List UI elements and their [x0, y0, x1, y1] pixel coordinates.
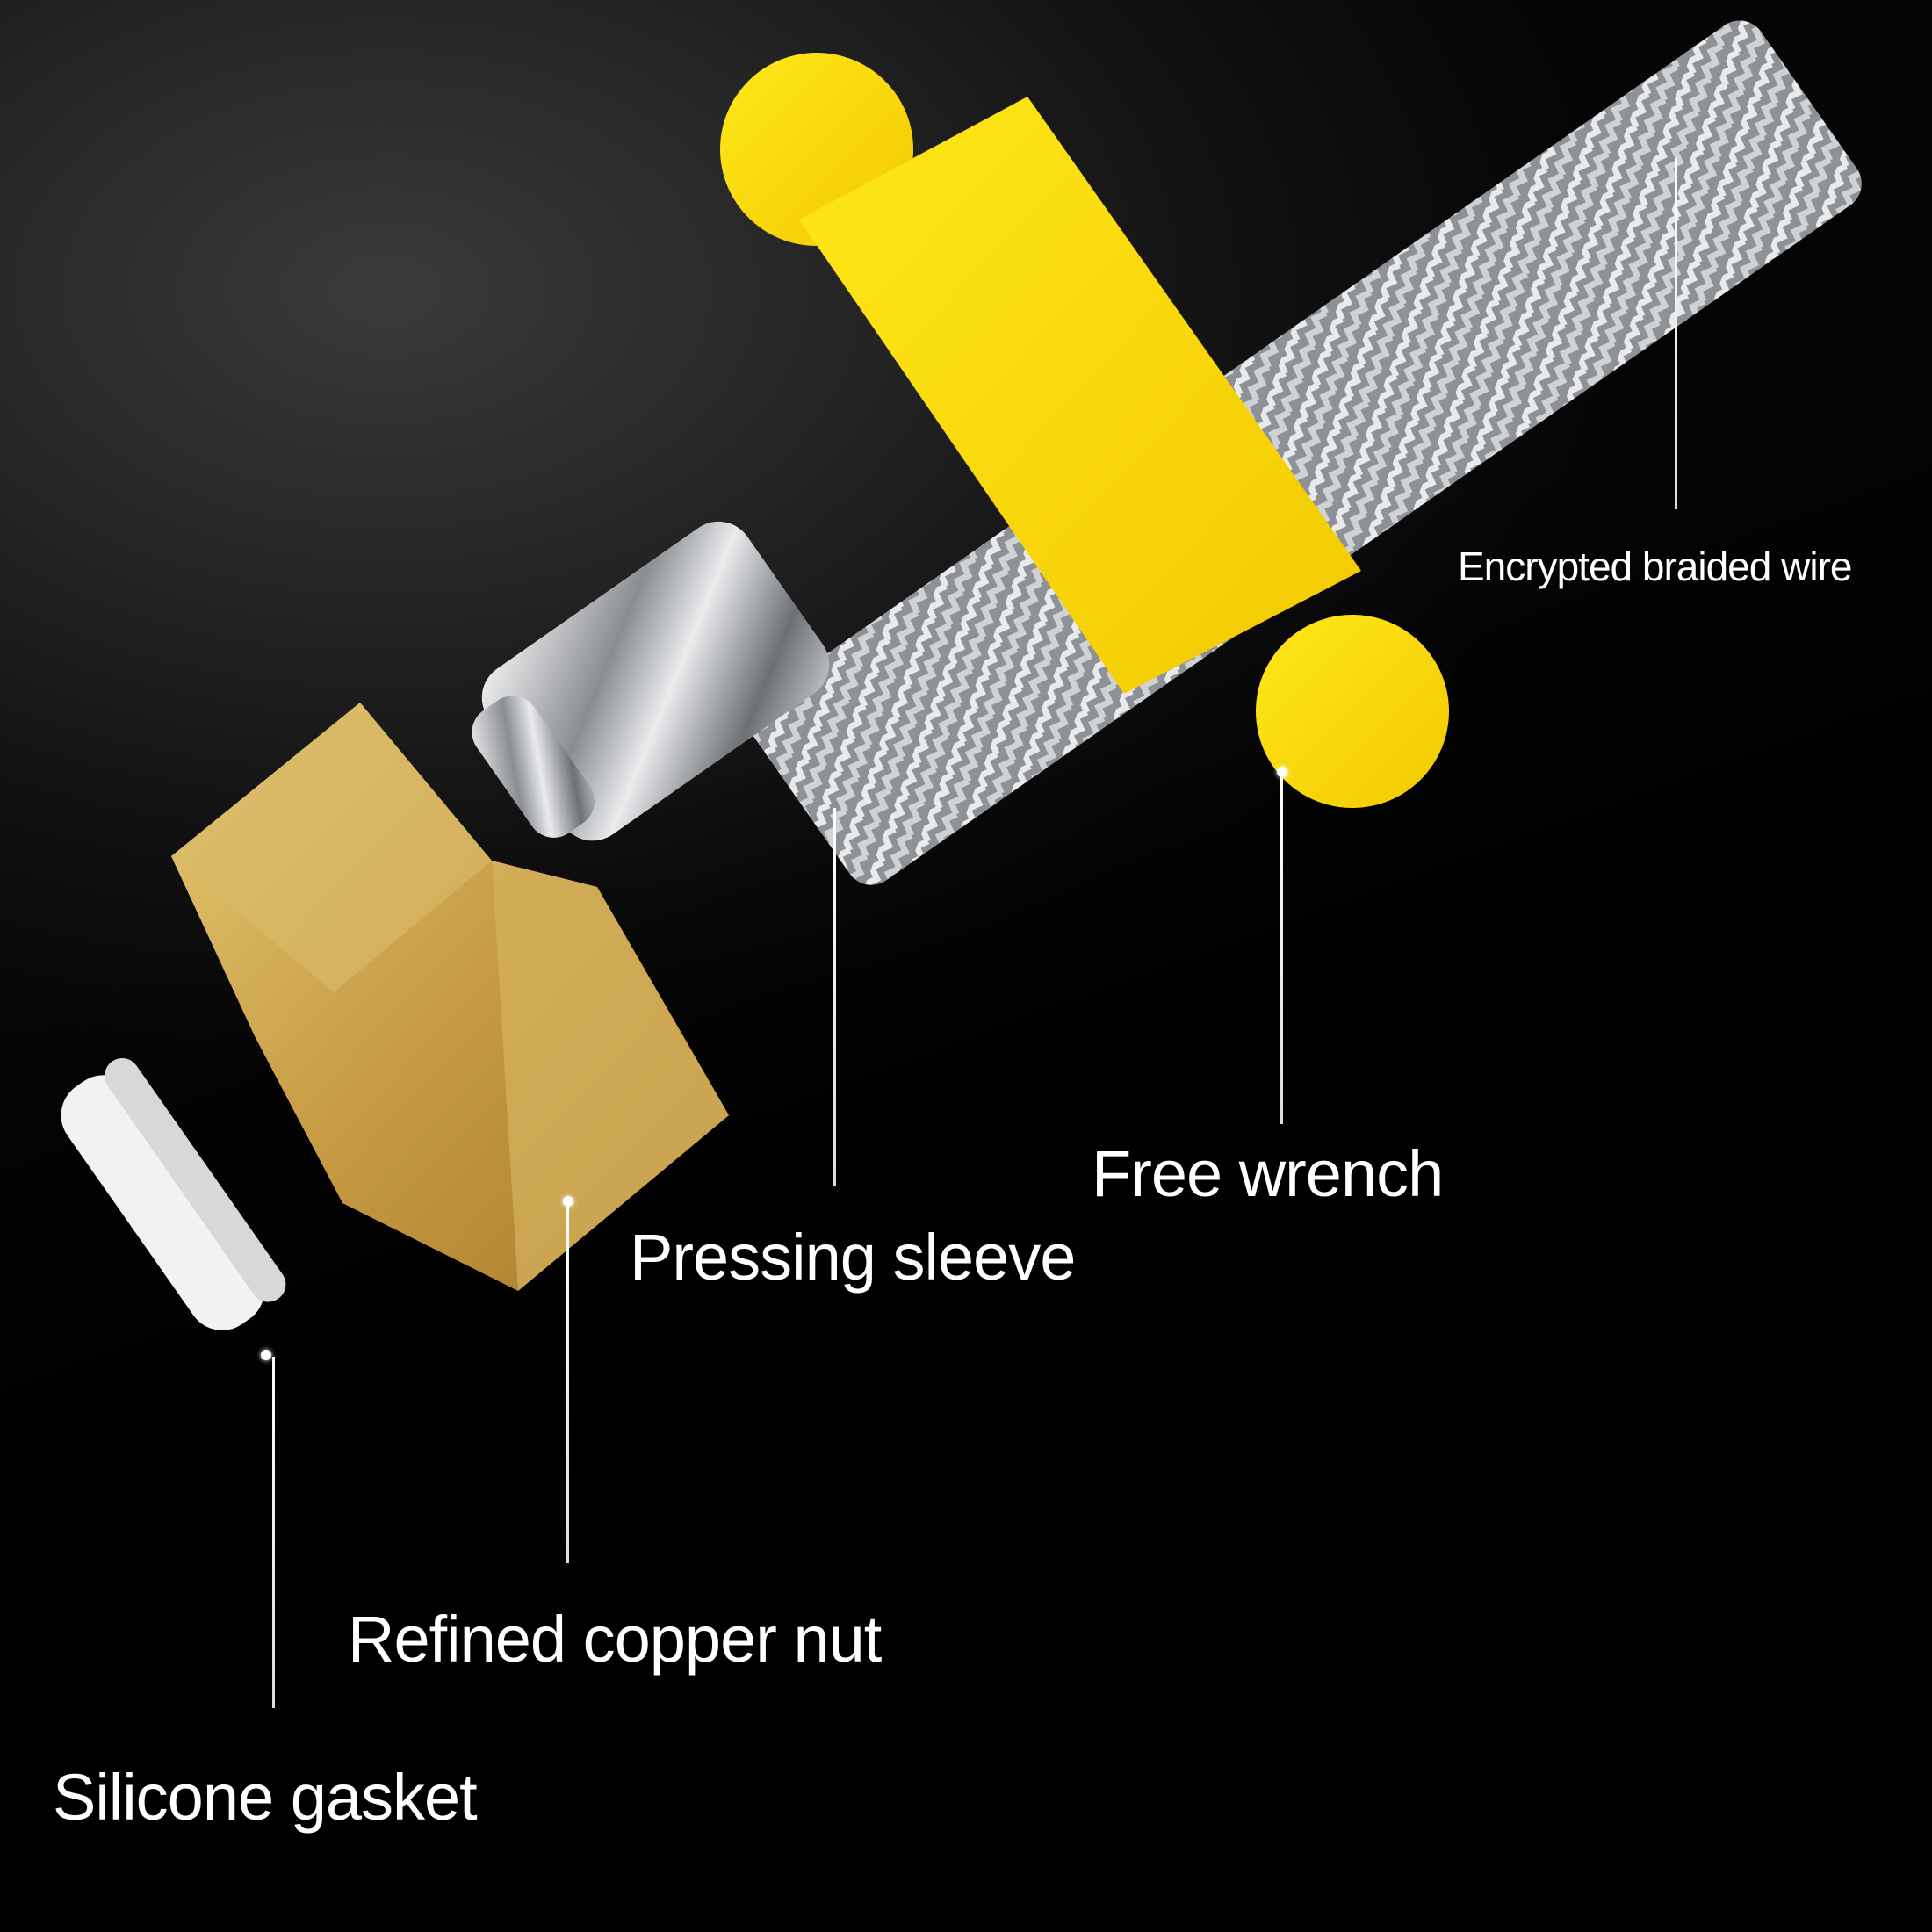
free-wrench	[720, 53, 1449, 808]
leader-line-sleeve	[833, 808, 836, 1186]
leader-line-braid	[1675, 158, 1677, 509]
anchor-dot-wrench	[1277, 767, 1287, 777]
label-silicone-gasket: Silicone gasket	[53, 1761, 478, 1834]
pressing-sleeve	[472, 521, 830, 841]
copper-nut	[171, 703, 729, 1291]
anchor-dot-nut	[563, 1196, 573, 1207]
label-refined-copper-nut: Refined copper nut	[348, 1603, 882, 1676]
silicone-gasket	[61, 1057, 286, 1330]
label-encrypted-braided-wire: Encrypted braided wire	[1458, 544, 1852, 589]
leader-line-nut	[566, 1203, 569, 1563]
leader-line-wrench	[1280, 773, 1283, 1124]
label-free-wrench: Free wrench	[1092, 1137, 1444, 1210]
braided-hose	[749, 20, 1862, 885]
anchor-dot-gasket	[261, 1350, 271, 1360]
label-pressing-sleeve: Pressing sleeve	[630, 1221, 1076, 1294]
leader-line-gasket	[272, 1357, 275, 1708]
